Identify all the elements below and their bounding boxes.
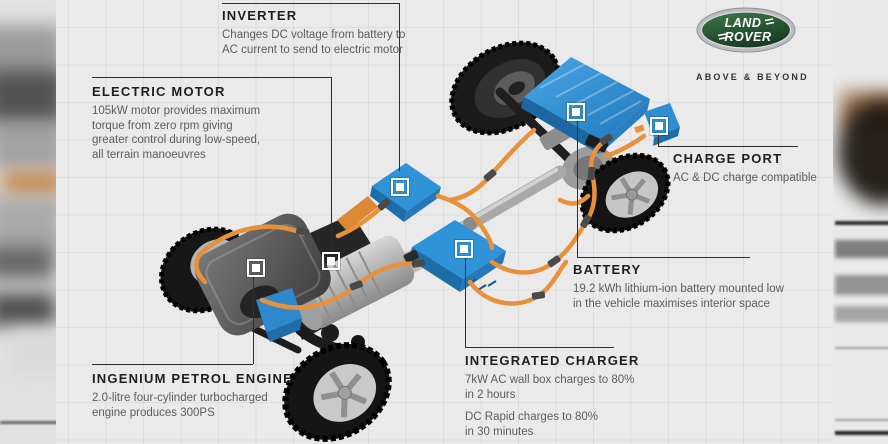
cable-connectors [295, 133, 613, 300]
callout-charge-port: CHARGE PORT AC & DC charge compatible [673, 151, 817, 184]
svg-text:LAND: LAND [725, 16, 762, 30]
inverter-callout-line-h [222, 3, 400, 4]
callout-electric-motor: ELECTRIC MOTOR 105kW motor provides maxi… [92, 84, 261, 161]
inverter-callout-line-v [399, 3, 400, 171]
callout-title: ELECTRIC MOTOR [92, 84, 226, 99]
blurred-photo-edge-right [833, 0, 888, 444]
callout-title: CHARGE PORT [673, 151, 783, 166]
engine-marker-icon[interactable] [247, 259, 265, 277]
electric-motor-callout-line-h [92, 77, 332, 78]
callout-title: INVERTER [222, 8, 298, 23]
battery-callout-line-v [577, 121, 578, 257]
inverter-marker-icon[interactable] [391, 178, 409, 196]
engine-callout-line-v [253, 277, 254, 364]
svg-text:ROVER: ROVER [725, 30, 772, 44]
motor-ancillaries [256, 288, 302, 342]
grid-background [56, 0, 833, 444]
callout-inverter: INVERTER Changes DC voltage from battery… [222, 8, 406, 56]
callout-integrated-charger: INTEGRATED CHARGER 7kW AC wall box charg… [465, 353, 640, 438]
inverter-box [337, 163, 441, 231]
callout-engine: INGENIUM PETROL ENGINE 2.0-litre four-cy… [92, 371, 293, 419]
charge-port-callout-line-h [658, 146, 798, 147]
battery-callout-line-h [577, 257, 750, 258]
charge-port-marker-icon[interactable] [650, 117, 668, 135]
brand-block: LAND ROVER ABOVE & BEYOND [696, 7, 809, 82]
integrated-charger-callout-line-h [465, 347, 614, 348]
integrated-charger-marker-icon[interactable] [455, 240, 473, 258]
callout-title: INTEGRATED CHARGER [465, 353, 640, 368]
electric-motor-marker-icon[interactable] [322, 252, 340, 270]
callout-title: INGENIUM PETROL ENGINE [92, 371, 293, 386]
blurred-photo-edge-left [0, 0, 56, 444]
wheel-front-right [282, 342, 392, 442]
callout-title: BATTERY [573, 262, 642, 277]
integrated-charger-callout-line-v [465, 258, 466, 347]
charge-port-callout-line-v [658, 135, 659, 146]
land-rover-logo: LAND ROVER [696, 7, 796, 53]
wheel-rear-right [579, 152, 671, 234]
engine-callout-line-h [92, 364, 253, 365]
brand-tagline: ABOVE & BEYOND [696, 72, 809, 82]
battery-marker-icon[interactable] [567, 103, 585, 121]
charge-port-module [634, 103, 680, 146]
electric-motor-callout-line-v [331, 77, 332, 252]
battery-pack [521, 57, 650, 154]
callout-battery: BATTERY 19.2 kWh lithium-ion battery mou… [573, 262, 784, 310]
